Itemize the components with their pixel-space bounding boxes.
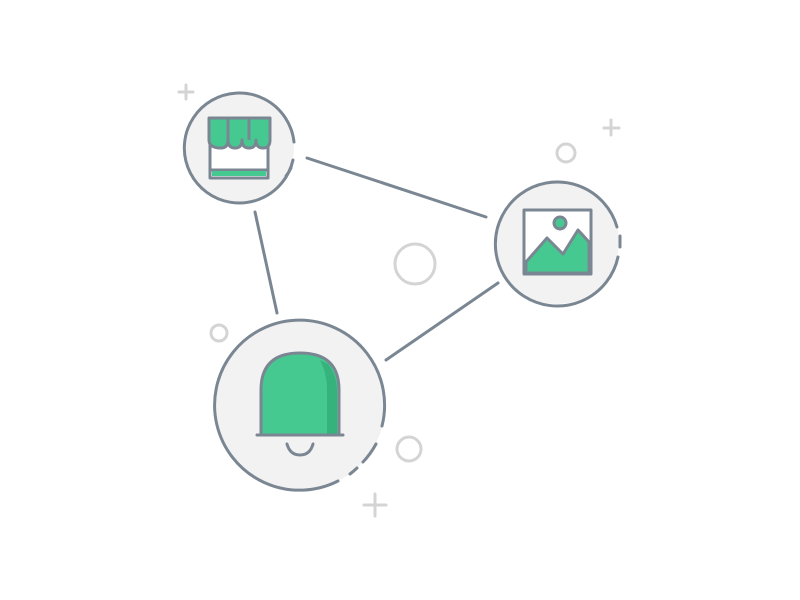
storefront-icon: [207, 116, 272, 180]
bell-icon: [255, 351, 345, 457]
connection-lines: [253, 156, 500, 362]
decor-circle-left: [209, 323, 229, 343]
connection-line-bell-image: [384, 281, 500, 362]
decor-circle-bottom: [395, 435, 423, 463]
connection-line-store-bell: [253, 210, 279, 315]
bell-node: [213, 318, 387, 492]
plus-icon: [602, 118, 621, 137]
image-node: [493, 180, 622, 308]
decor-circle-large: [393, 242, 437, 286]
decorations: [177, 83, 621, 518]
connection-line-store-image: [305, 156, 488, 219]
plus-icon: [177, 83, 195, 101]
store-node: [182, 91, 296, 205]
plus-icon: [362, 492, 388, 518]
image-icon: [522, 208, 593, 276]
decor-circle-top-right: [555, 142, 577, 164]
